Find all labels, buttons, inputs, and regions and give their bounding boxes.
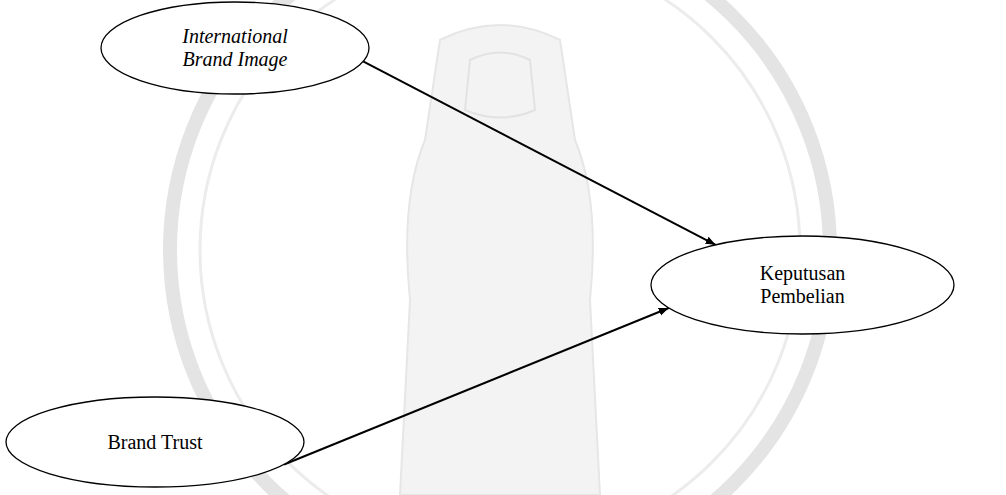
arrow-connector — [363, 61, 715, 244]
node-label: International Brand Image — [165, 25, 305, 71]
ellipse-node: International Brand Image — [100, 1, 370, 95]
arrow-connector — [284, 308, 669, 464]
node-label: Brand Trust — [107, 431, 202, 454]
node-label: Keputusan Pembelian — [743, 262, 863, 308]
ellipse-node: Brand Trust — [5, 396, 305, 488]
ellipse-node: Keputusan Pembelian — [650, 235, 955, 335]
